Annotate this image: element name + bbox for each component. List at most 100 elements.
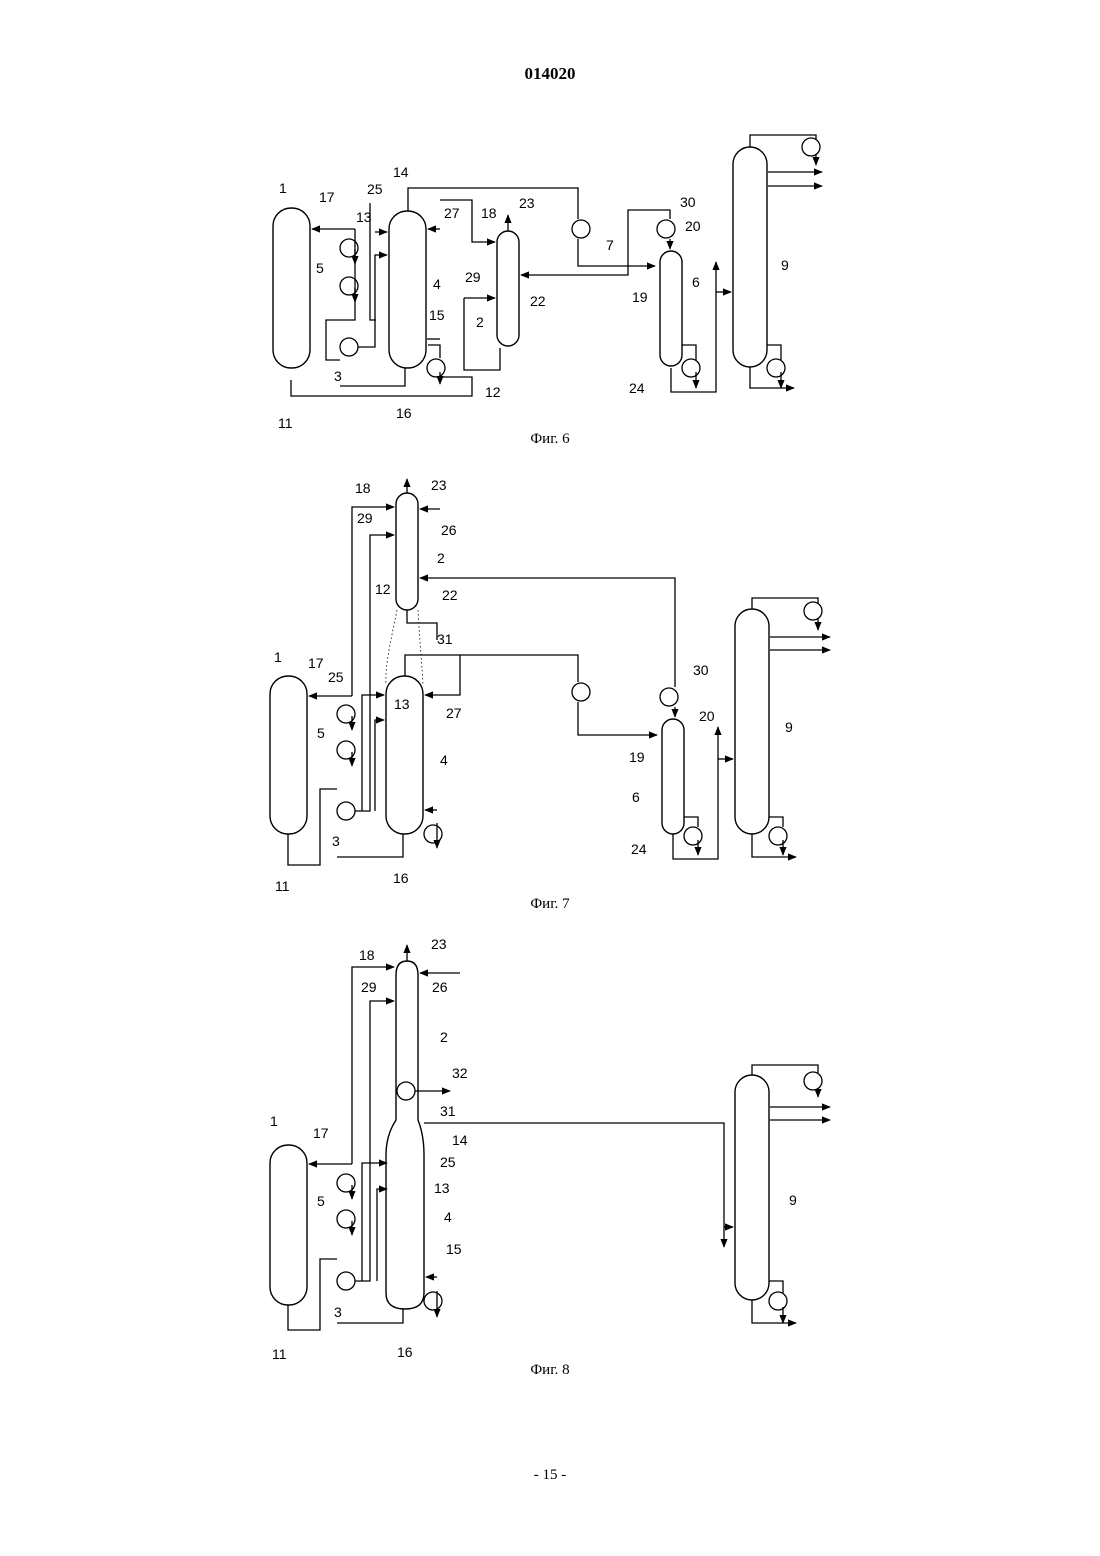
heat-exchanger-icon [572,220,590,238]
label-1: 1 [270,1113,278,1129]
label-24: 24 [631,841,647,857]
page-number: - 15 - [0,1467,1100,1484]
figure-7-diagram: 18 23 29 26 2 12 22 31 1 17 25 13 27 30 … [0,465,1100,925]
label-11: 11 [275,878,290,894]
reboiler-icon [769,827,787,845]
label-5: 5 [316,260,324,276]
figure-7-caption: Фиг. 7 [0,896,1100,913]
vessel-9 [735,1075,769,1300]
label-29: 29 [357,510,373,526]
vessel-2 [497,231,519,346]
figure-8-labels: 18 23 26 29 2 32 31 14 1 17 25 13 5 9 4 … [270,936,797,1362]
label-3: 3 [334,368,342,384]
label-9: 9 [789,1192,797,1208]
reboiler-icon [767,359,785,377]
pump-icon [337,1272,355,1290]
vessel-1 [273,208,310,368]
label-26: 26 [441,522,457,538]
label-9: 9 [785,719,793,735]
label-18: 18 [355,480,371,496]
dotted-connector [386,610,397,685]
label-19: 19 [629,749,645,765]
label-5: 5 [317,725,325,741]
label-23: 23 [431,477,447,493]
figure-8: 18 23 26 29 2 32 31 14 1 17 25 13 5 9 4 … [0,925,1100,1395]
label-23: 23 [431,936,447,952]
label-30: 30 [693,662,709,678]
vessel-6 [662,719,684,834]
label-32: 32 [452,1065,468,1081]
vessel-9 [735,609,769,834]
condenser-icon [660,688,678,706]
figure-6: 1 17 25 14 13 27 18 23 7 30 20 5 29 4 22… [0,0,1100,460]
label-29: 29 [465,269,481,285]
label-17: 17 [319,189,335,205]
pump-icon [337,802,355,820]
reboiler-icon [682,359,700,377]
figure-8-caption: Фиг. 8 [0,1362,1100,1379]
label-16: 16 [397,1344,413,1360]
label-13: 13 [356,209,372,225]
reboiler-icon [427,359,445,377]
vessel-4 [389,211,426,368]
label-25: 25 [328,669,344,685]
label-1: 1 [274,649,282,665]
label-1: 1 [279,180,287,196]
label-29: 29 [361,979,377,995]
label-24: 24 [629,380,645,396]
reboiler-icon [684,827,702,845]
label-17: 17 [313,1125,329,1141]
label-3: 3 [332,833,340,849]
reboiler-icon [769,1292,787,1310]
figure-6-caption: Фиг. 6 [0,431,1100,448]
label-26: 26 [432,979,448,995]
label-20: 20 [685,218,701,234]
figure-8-diagram: 18 23 26 29 2 32 31 14 1 17 25 13 5 9 4 … [0,925,1100,1395]
label-27: 27 [444,205,460,221]
label-15: 15 [429,307,445,323]
label-13: 13 [394,696,410,712]
label-14: 14 [393,164,409,180]
label-16: 16 [396,405,412,421]
label-3: 3 [334,1304,342,1320]
label-4: 4 [444,1209,452,1225]
reboiler-icon [424,825,442,843]
vessel-6 [660,251,682,366]
label-4: 4 [433,276,441,292]
vessel-1 [270,676,307,834]
label-12: 12 [375,581,391,597]
label-2: 2 [440,1029,448,1045]
label-7: 7 [606,237,614,253]
label-2: 2 [437,550,445,566]
vessel-9 [733,147,767,367]
label-14: 14 [452,1132,468,1148]
label-15: 15 [446,1241,462,1257]
label-16: 16 [393,870,409,886]
label-25: 25 [440,1154,456,1170]
label-23: 23 [519,195,535,211]
label-9: 9 [781,257,789,273]
label-30: 30 [680,194,696,210]
label-6: 6 [692,274,700,290]
label-18: 18 [359,947,375,963]
condenser-icon [802,138,820,156]
label-5: 5 [317,1193,325,1209]
reboiler-icon [424,1292,442,1310]
label-6: 6 [632,789,640,805]
label-31: 31 [437,631,453,647]
label-22: 22 [530,293,546,309]
pump-icon [340,338,358,356]
label-31: 31 [440,1103,456,1119]
figure-6-diagram: 1 17 25 14 13 27 18 23 7 30 20 5 29 4 22… [0,0,1100,460]
heat-exchanger-icon [397,1082,415,1100]
condenser-icon [804,602,822,620]
heat-exchanger-icon [572,683,590,701]
condenser-icon [804,1072,822,1090]
condenser-icon [657,220,675,238]
label-17: 17 [308,655,324,671]
label-25: 25 [367,181,383,197]
vessel-1 [270,1145,307,1305]
label-27: 27 [446,705,462,721]
label-2: 2 [476,314,484,330]
label-12: 12 [485,384,501,400]
